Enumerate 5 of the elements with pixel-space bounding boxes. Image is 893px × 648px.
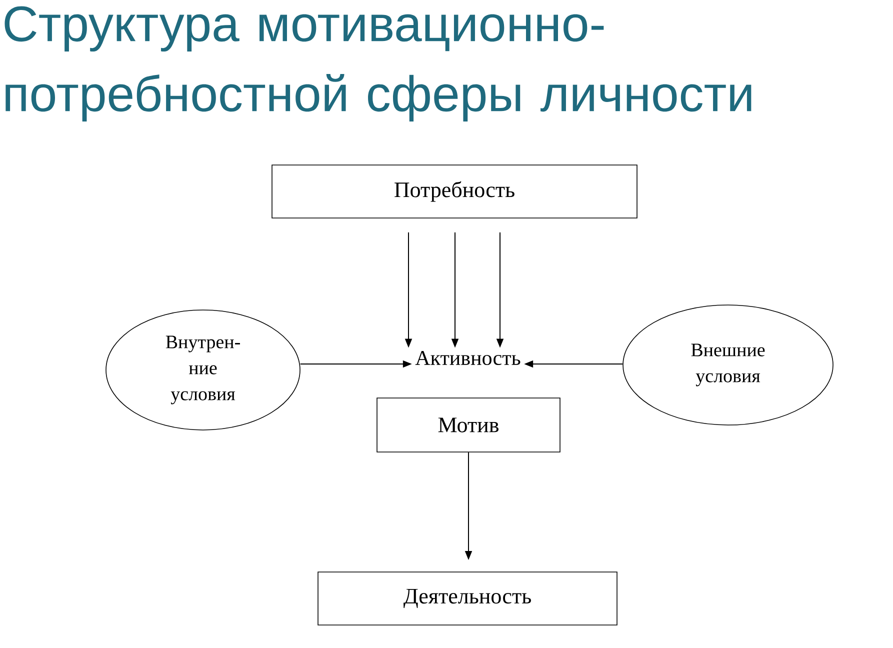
- title: Структура мотивационно-потребностной сферы личности: [4, 6, 752, 122]
- activity-box: Деятельность: [318, 572, 618, 626]
- motive-box: Мотив: [376, 398, 560, 452]
- need-box: Потребность: [272, 164, 638, 218]
- activity-label: Активность: [415, 350, 520, 366]
